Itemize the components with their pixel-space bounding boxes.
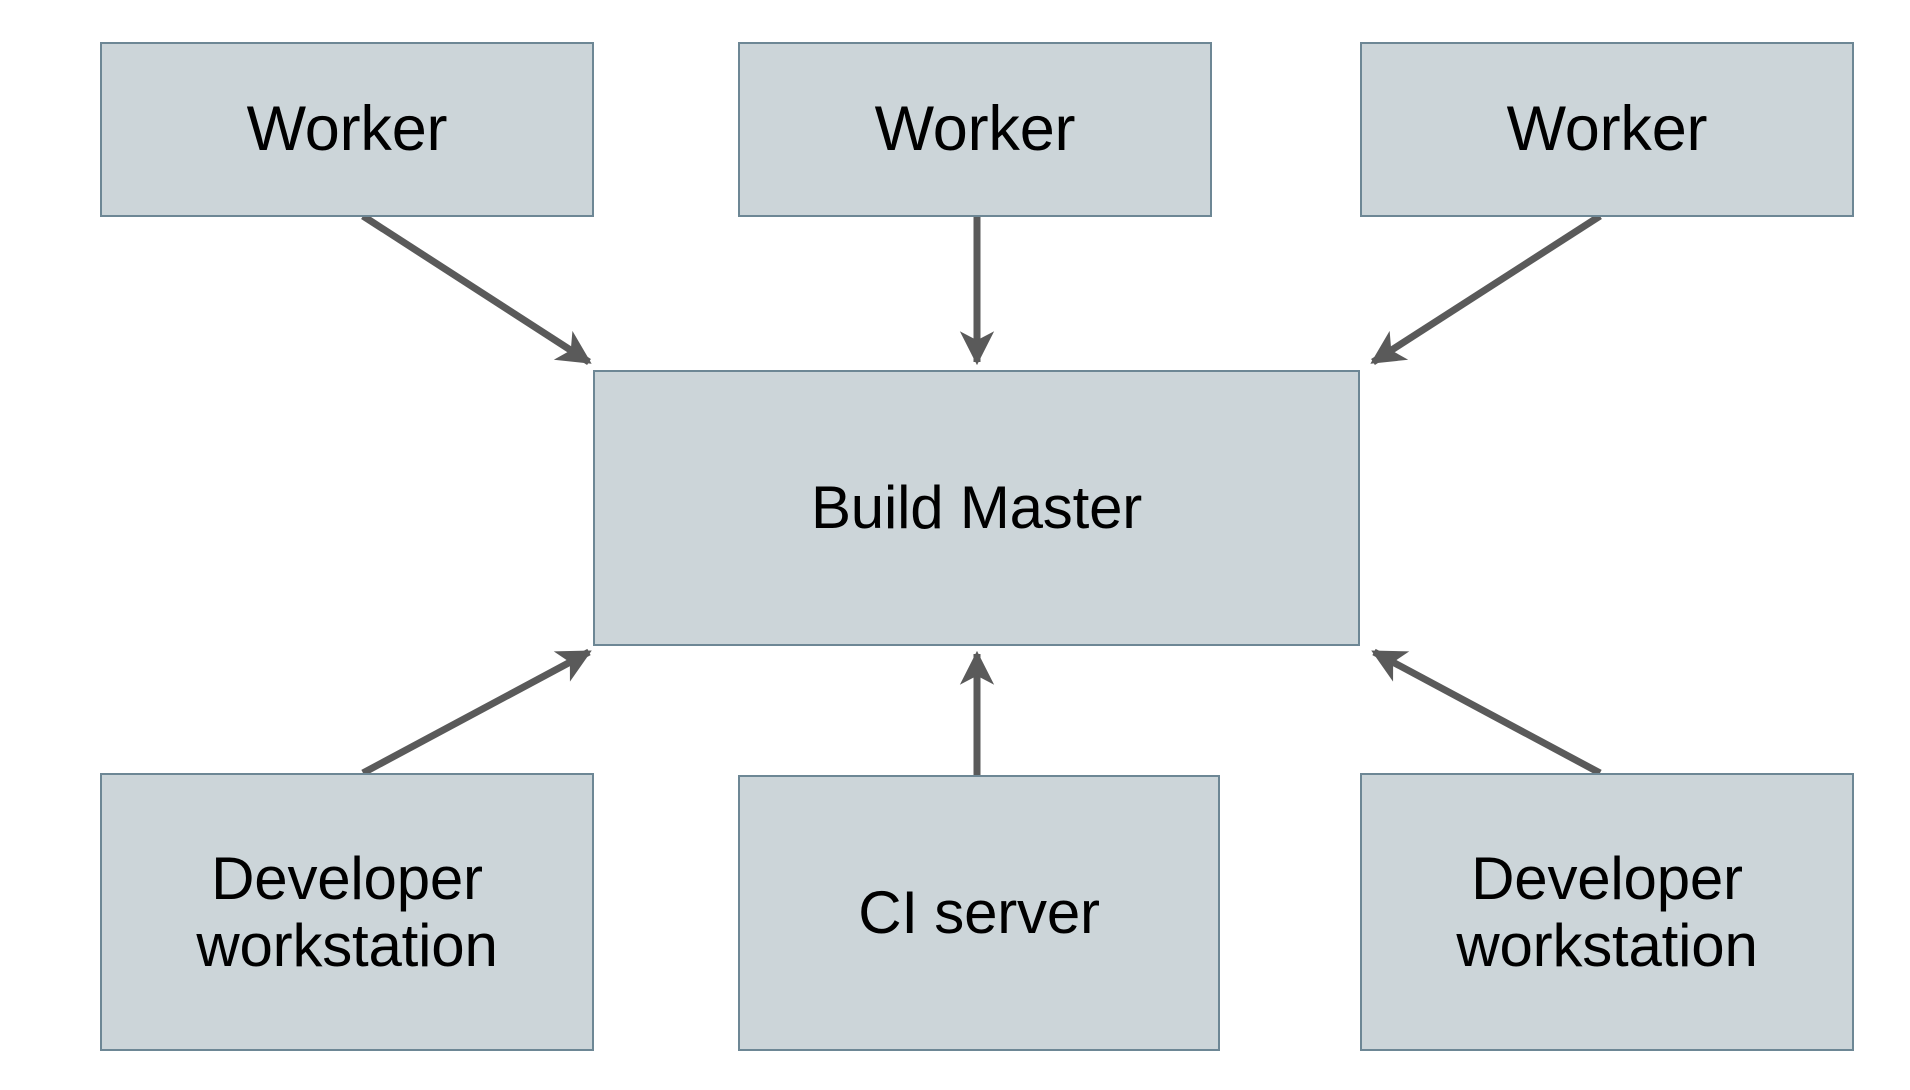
node-ci-server[interactable]: CI server	[738, 775, 1220, 1051]
node-developer-workstation-left[interactable]: Developer workstation	[100, 773, 594, 1051]
edge-dev-left-to-build-master	[361, 648, 592, 777]
edge-worker-3-to-build-master	[1370, 213, 1602, 365]
node-worker-2-label: Worker	[874, 94, 1076, 165]
edge-worker-1-to-build-master	[361, 213, 592, 365]
node-developer-workstation-right[interactable]: Developer workstation	[1360, 773, 1854, 1051]
node-worker-1-label: Worker	[246, 94, 448, 165]
node-worker-1[interactable]: Worker	[100, 42, 594, 217]
node-build-master-label: Build Master	[810, 474, 1143, 542]
node-developer-workstation-left-label: Developer workstation	[196, 844, 498, 979]
node-worker-2[interactable]: Worker	[738, 42, 1212, 217]
node-build-master[interactable]: Build Master	[593, 370, 1360, 646]
node-worker-3-label: Worker	[1506, 94, 1708, 165]
edge-dev-right-to-build-master	[1371, 648, 1602, 777]
node-ci-server-label: CI server	[858, 879, 1100, 947]
node-developer-workstation-right-label: Developer workstation	[1456, 844, 1758, 979]
node-worker-3[interactable]: Worker	[1360, 42, 1854, 217]
